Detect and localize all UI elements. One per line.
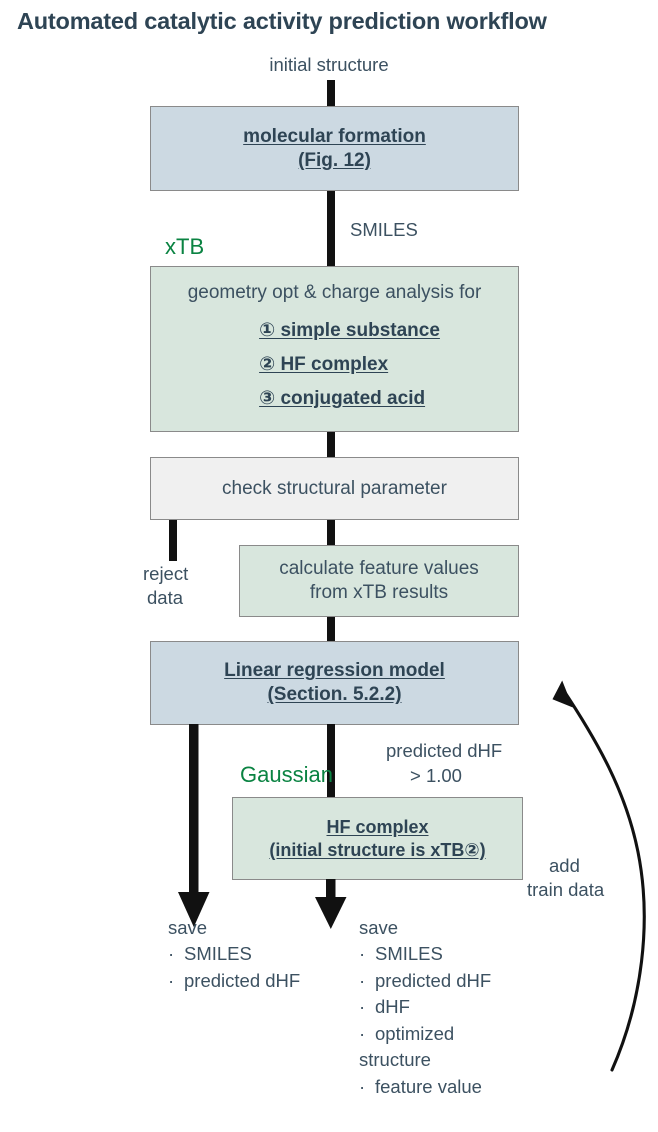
entry-label-initial-structure: initial structure [269, 54, 389, 75]
edge-label-reject-line1: reject [143, 563, 189, 584]
box-hf-complex-line2: (initial structure is xTB②) [269, 839, 486, 860]
output-right-item-2: predicted dHF [359, 968, 559, 994]
box-hf-complex[interactable]: HF complex (initial structure is xTB②) [232, 797, 523, 880]
edge-label-add-line1: add [549, 855, 580, 876]
box-regression-line1: Linear regression model [224, 660, 445, 682]
edge-label-predicted-line2: > 1.00 [410, 765, 462, 786]
box-calc-line2: from xTB results [309, 582, 449, 603]
box-xtb-step[interactable]: geometry opt & charge analysis for ① sim… [150, 266, 519, 432]
edge-label-add-line2: train data [527, 879, 605, 900]
box-linear-regression-model[interactable]: Linear regression model (Section. 5.2.2) [150, 641, 519, 725]
output-left-item-1: SMILES [168, 941, 368, 967]
output-left-header: save [168, 917, 208, 938]
arrow-regression-to-save-left [178, 724, 210, 927]
output-right-item-1: SMILES [359, 941, 559, 967]
box-calculate-feature-values[interactable]: calculate feature values from xTB result… [239, 545, 519, 617]
box-calc-line1: calculate feature values [279, 558, 479, 580]
edge-label-predicted-line1: predicted dHF [386, 740, 503, 761]
box-xtb-item-3: ③ conjugated acid [259, 387, 426, 409]
box-molecular-formation-line1: molecular formation [243, 125, 426, 147]
connector-formation-to-xtb [327, 191, 335, 267]
tool-label-xtb: xTB [165, 234, 205, 259]
box-hf-complex-line1: HF complex [326, 816, 429, 837]
output-right-item-5: feature value [359, 1074, 559, 1100]
page-title: Automated catalytic activity prediction … [17, 8, 547, 34]
box-xtb-heading: geometry opt & charge analysis for [187, 282, 482, 303]
connector-regression-to-hf [327, 724, 335, 800]
output-right-header: save [359, 917, 399, 938]
connector-xtb-to-check [327, 432, 335, 458]
output-list-right: save SMILES predicted dHF dHF optimized … [359, 915, 559, 1100]
connector-calc-to-regression [327, 617, 335, 642]
connector-check-to-calc [327, 520, 335, 546]
box-molecular-formation[interactable]: molecular formation (Fig. 12) [150, 106, 519, 191]
edge-label-reject-line2: data [147, 587, 184, 608]
box-check-structural-line1: check structural parameter [222, 477, 447, 499]
output-right-item-3: dHF [359, 994, 559, 1020]
box-xtb-item-1: ① simple substance [259, 319, 440, 341]
box-regression-line2: (Section. 5.2.2) [267, 684, 402, 705]
box-molecular-formation-line2: (Fig. 12) [298, 149, 371, 171]
box-xtb-item-2: ② HF complex [259, 353, 389, 375]
output-list-left: save SMILES predicted dHF [168, 915, 368, 994]
arrow-hf-to-save-right [315, 879, 347, 929]
box-check-structural-parameter[interactable]: check structural parameter [150, 457, 519, 520]
output-left-item-2: predicted dHF [168, 968, 368, 994]
edge-label-smiles: SMILES [350, 219, 418, 240]
connector-check-to-reject [169, 520, 177, 561]
output-right-continuation: structure [359, 1049, 431, 1071]
connector-entry-to-formation [327, 80, 335, 108]
output-right-item-4: optimized [359, 1021, 559, 1047]
arrow-add-train-data-feedback [552, 680, 646, 1072]
tool-label-gaussian: Gaussian [240, 762, 333, 787]
